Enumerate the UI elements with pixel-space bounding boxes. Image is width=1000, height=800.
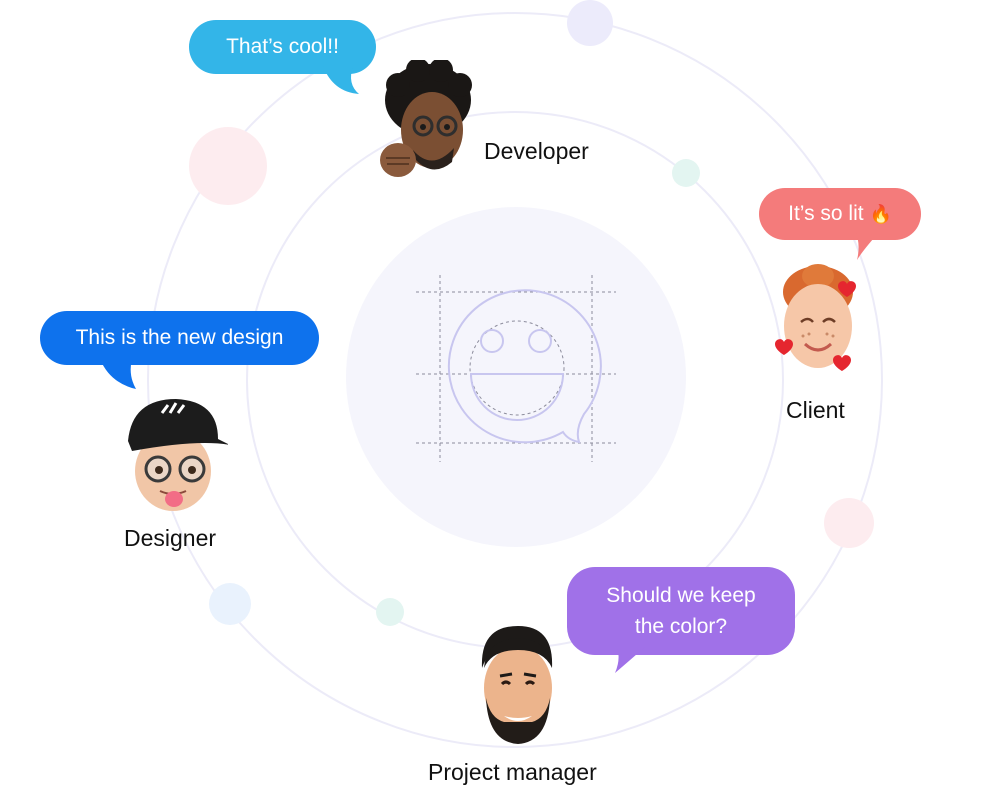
project-manager-label: Project manager (428, 759, 597, 785)
bubble-tail-icon (100, 359, 136, 389)
project-manager-speech-bubble: Should we keep the color? (567, 567, 795, 673)
project-manager-message-line-1: Should we keep (606, 584, 756, 607)
developer-label: Developer (484, 138, 589, 164)
chat-smile-icon (416, 275, 616, 462)
developer-message: That’s cool!! (226, 35, 339, 58)
decor-dot-mint-bottom (376, 598, 404, 626)
bubble-tail-icon (323, 66, 359, 94)
center-disc (346, 207, 686, 547)
designer-speech-bubble: This is the new design (40, 311, 319, 389)
decor-dot-pink-right (824, 498, 874, 548)
memoji-client-avatar (775, 264, 856, 371)
client-label: Client (786, 397, 845, 423)
bubble-tail-icon (615, 647, 645, 673)
client-speech-bubble: It’s so lit 🔥 (759, 188, 921, 260)
project-manager-message-line-2: the color? (634, 615, 728, 638)
designer-label: Designer (124, 525, 217, 551)
client-message: It’s so lit (788, 202, 864, 225)
memoji-developer-avatar (380, 60, 472, 177)
fire-icon: 🔥 (869, 204, 892, 225)
designer-message: This is the new design (75, 326, 284, 349)
decor-dot-mint-top (672, 159, 700, 187)
bubble-tail-icon (855, 230, 881, 260)
decor-dot-blue (209, 583, 251, 625)
decor-dot-pink-large (189, 127, 267, 205)
memoji-designer-avatar (128, 399, 228, 511)
decor-dot-lavender (567, 0, 613, 46)
memoji-project-manager-avatar (481, 626, 553, 744)
developer-speech-bubble: That’s cool!! (189, 20, 376, 94)
outer-orbit-ring (147, 12, 883, 748)
